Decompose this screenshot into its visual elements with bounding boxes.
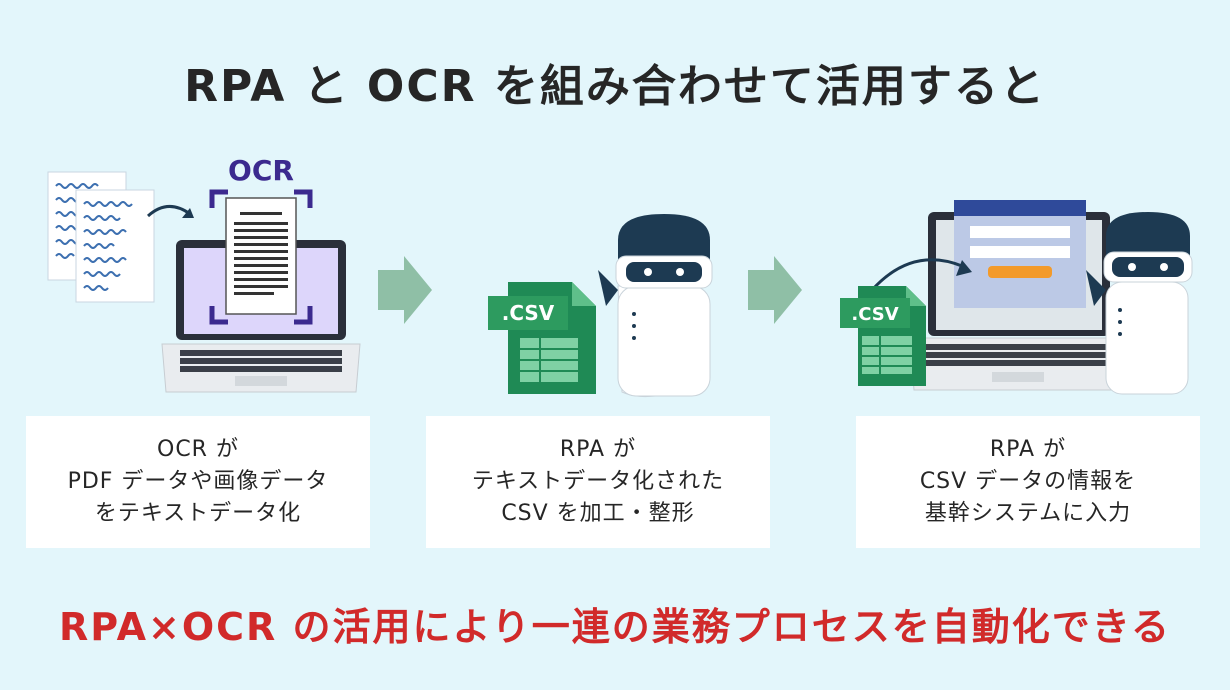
step-1-caption: OCR が PDF データや画像データ をテキストデータ化	[26, 416, 370, 548]
csv-file-icon	[840, 286, 926, 386]
form-window-icon	[954, 200, 1086, 308]
caption-line: OCR が	[157, 437, 239, 462]
caption-line: CSV を加工・整形	[501, 501, 695, 526]
step-arrow-icon	[748, 256, 802, 324]
caption-line: RPA が	[989, 437, 1067, 462]
robot-icon	[1086, 212, 1193, 395]
page-title: RPA と OCR を組み合わせて活用すると	[184, 61, 1046, 112]
step-2-caption: RPA が テキストデータ化された CSV を加工・整形	[426, 416, 770, 548]
caption-line: テキストデータ化された	[471, 469, 725, 494]
footer-message: RPA×OCR の活用により一連の業務プロセスを自動化できる	[58, 605, 1172, 649]
csv-label: .CSV	[851, 304, 898, 325]
caption-line: CSV データの情報を	[919, 469, 1137, 494]
caption-line: PDF データや画像データ	[67, 469, 329, 494]
scan-frame-icon	[209, 189, 313, 325]
curved-arrow-icon	[870, 258, 963, 292]
step-3-caption: RPA が CSV データの情報を 基幹システムに入力	[856, 416, 1200, 548]
csv-label: .CSV	[502, 301, 555, 325]
caption-line: 基幹システムに入力	[924, 501, 1132, 526]
csv-file-icon	[488, 282, 596, 394]
curved-arrow-icon	[146, 205, 191, 218]
document-icon	[225, 197, 297, 315]
process-illustration: OCR .CSV	[47, 154, 1193, 398]
caption-line: をテキストデータ化	[94, 501, 302, 526]
caption-line: RPA が	[559, 437, 637, 462]
robot-icon	[598, 214, 713, 398]
ocr-label: OCR	[228, 154, 294, 187]
paper-documents-icon	[47, 171, 155, 303]
step-arrow-icon	[378, 256, 432, 324]
